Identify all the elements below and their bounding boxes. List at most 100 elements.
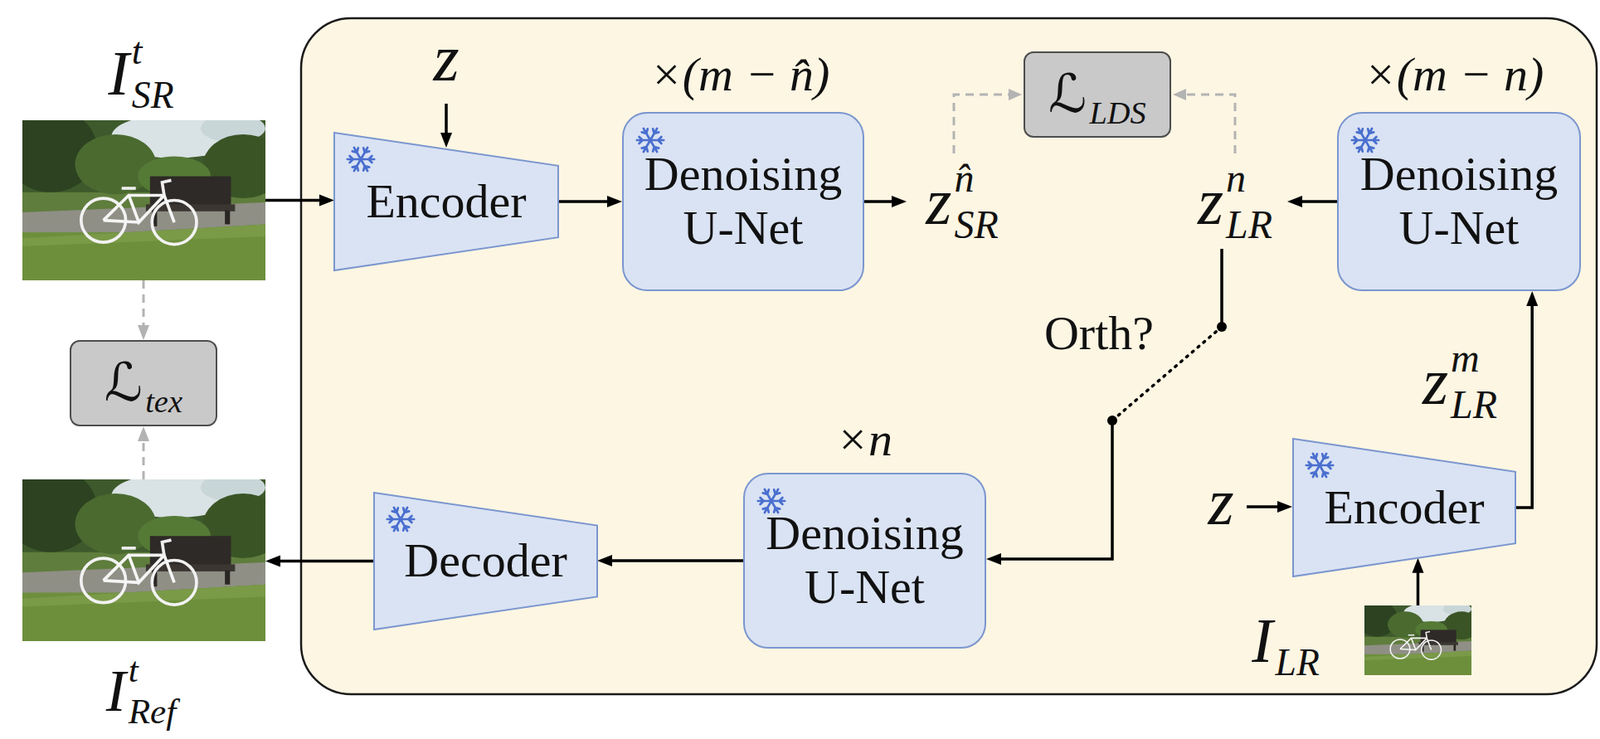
subscript: LR [1275,643,1320,682]
math-base: I [106,661,127,721]
math-group: ℒLDS [1048,59,1146,129]
script-column: LR [1275,599,1320,682]
math-group: z [1207,468,1234,535]
script-column: nLR [1225,158,1273,245]
photo-part [150,535,232,567]
script-column: tex [145,348,183,418]
noise-arrow [1246,500,1293,513]
image-label: ILR [1251,599,1320,682]
component-label: Encoder [1323,481,1484,535]
math-base: I [1251,608,1273,672]
subscript: Ref [128,694,177,730]
image-node: ItRef [22,479,266,642]
trapezoid-shape [334,132,559,271]
math-group: ×n [836,415,893,464]
photo-illustration [1364,605,1472,676]
photo-part [22,584,266,608]
math-label: ×n [836,415,893,464]
connector-line [1416,571,1421,606]
math-group: z [432,24,459,92]
image-node: ItSR [22,120,266,281]
arrowhead [1526,291,1538,307]
component-label: Denoising U-Net [754,506,975,615]
photo-part [121,546,137,550]
photo-part [103,220,140,223]
svg-line [444,103,448,135]
arrow-connector [265,555,375,568]
math-base: I [108,41,130,105]
frozen-snowflake [1304,450,1335,481]
math-group: Orth? [1044,309,1154,358]
svg-polygon [1287,195,1303,208]
photo-part [1425,632,1430,639]
unet-block: Denoising U-Net [743,472,987,649]
math-base: z [1207,468,1234,535]
frozen-snowflake [385,504,416,535]
svg-line [1246,505,1280,509]
loss-dashed-arrow [953,88,1022,154]
math-label: z [1207,468,1234,535]
script-column: tRef [128,651,177,730]
component-label: Denoising U-Net [633,147,853,256]
photo-part [1420,629,1457,643]
arrowhead [137,325,150,341]
subscript: SR [131,76,175,115]
component-label: Denoising U-Net [1348,147,1570,256]
math-base: z [432,24,459,92]
arrowhead [137,426,150,442]
math-group: ILR [1251,599,1320,682]
math-group: znLR [1197,158,1273,245]
connector-line [278,559,375,564]
superscript: t [128,651,139,688]
svg-polygon [1172,88,1187,101]
decoder-block: Decoder [374,492,598,630]
photo-illustration [22,120,266,281]
subscript: LR [1225,204,1273,245]
math-group: zn̂ SR [925,158,998,245]
noise-arrow [440,103,453,148]
output-arrow [1287,195,1339,208]
image-label: ItRef [106,651,177,730]
connector-line [142,439,146,480]
svg-polygon [986,553,1002,565]
pipeline-panel [301,18,1597,695]
subscript: LDS [1089,97,1146,129]
photo-part [224,570,230,585]
photo-part [103,194,175,223]
script-column: LDS [1089,59,1146,129]
arrow-connector [558,195,623,208]
superscript: t [131,32,143,71]
photo-part [128,194,165,223]
dashed-arrow [137,280,150,341]
output-arrow [862,195,907,208]
svg-path [953,94,1011,154]
script-column: tSR [131,32,175,115]
encoder-block: Encoder [334,132,559,271]
photo-part [1410,637,1427,650]
script-column: mLR [1450,338,1498,425]
photo-part [121,186,137,190]
unet-block: Denoising U-Net [622,111,865,292]
math-base: ℒ [104,356,143,410]
svg-circle [1216,321,1227,332]
photo-part [128,554,165,583]
subscript: SR [953,204,998,245]
math-base: Orth? [1044,309,1154,358]
connector-line [610,559,744,563]
arrowhead [1412,558,1425,574]
math-base: z [1422,348,1449,415]
math-label: ×(m − n) [1364,50,1545,99]
svg-line [1220,248,1224,327]
svg-polygon [1008,88,1022,101]
arrow-connector [597,554,744,567]
frozen-snowflake [345,144,376,175]
superscript: n̂ [953,158,974,199]
photo-part [1364,651,1472,662]
snowflake-strokes [347,147,375,171]
math-group: ℒtex [104,348,183,418]
connector-line [265,199,321,203]
math-base: z [925,168,952,235]
subscript: tex [145,385,183,418]
math-base: ×(m − n̂) [650,50,831,99]
photo-part [22,223,266,247]
